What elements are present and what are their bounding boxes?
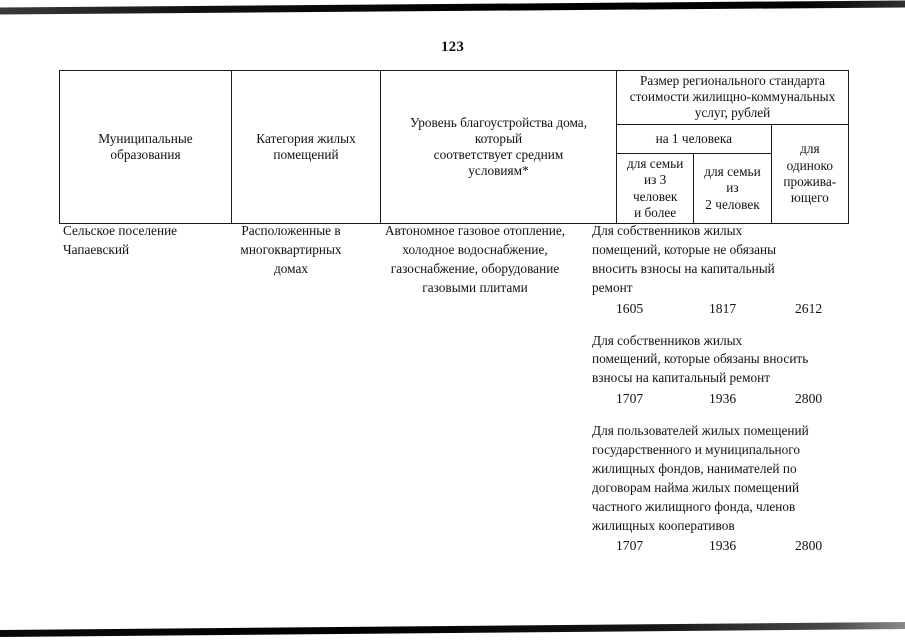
cell-amenity-level: Автономное газовое отопление, холодное в… — [384, 223, 566, 295]
scan-edge-bottom — [0, 622, 905, 637]
header-family-3-plus: для семьи из 3 человек и более — [615, 153, 695, 224]
header-housing-category: Категория жилых помещений — [231, 70, 381, 224]
header-municipality: Муниципальные образования — [59, 70, 232, 224]
header-per-person: на 1 человека — [616, 123, 772, 155]
standard-block-tenants: Для пользователей жилых помещений госуда… — [592, 422, 849, 555]
table-header-row-2: на 1 человека для одиноко прожива- ющего — [60, 123, 850, 225]
table-header-row-1: Муниципальные образования Категория жилы… — [59, 70, 849, 224]
header-single-resident: для одиноко прожива- ющего — [770, 123, 850, 225]
standard-description: Для собственников жилых помещений, котор… — [592, 223, 777, 295]
table-row: Сельское поселение Чапаевский Расположен… — [59, 222, 849, 555]
standard-values: 1707 1936 2800 — [592, 389, 849, 408]
cell-municipality: Сельское поселение Чапаевский — [63, 223, 178, 257]
scan-edge-top — [0, 0, 905, 15]
cell-housing-category: Расположенные в многоквартирных домах — [240, 223, 342, 276]
value-family-2: 1936 — [709, 538, 737, 554]
header-family-2: для семьи из 2 человек — [693, 153, 772, 224]
header-standard-cost-group: Размер регионального стандарта стоимости… — [616, 70, 849, 125]
standard-values: 1605 1817 2612 — [592, 299, 849, 318]
value-single-resident: 2800 — [795, 538, 823, 554]
value-family-3-plus: 1707 — [616, 391, 644, 407]
value-family-2: 1936 — [709, 391, 737, 407]
value-family-2: 1817 — [709, 300, 737, 316]
value-family-3-plus: 1707 — [616, 538, 644, 554]
standard-values: 1707 1936 2800 — [592, 536, 849, 555]
value-family-3-plus: 1605 — [616, 300, 644, 316]
value-single-resident: 2800 — [795, 391, 823, 407]
header-amenity-level: Уровень благоустройства дома, который со… — [380, 70, 617, 224]
value-single-resident: 2612 — [795, 300, 823, 316]
standard-block-owners-exempt: Для собственников жилых помещений, котор… — [592, 222, 849, 318]
standard-block-owners-obliged: Для собственников жилых помещений, котор… — [592, 332, 849, 409]
standard-description: Для собственников жилых помещений, котор… — [592, 332, 809, 386]
standard-description: Для пользователей жилых помещений госуда… — [592, 423, 809, 533]
page-number: 123 — [440, 39, 465, 55]
regional-standard-table: Муниципальные образования Категория жилы… — [59, 70, 850, 225]
table-header-row-3: для семьи из 3 человек и более для семьи… — [60, 153, 849, 224]
cell-standard-costs: Для собственников жилых помещений, котор… — [592, 222, 849, 555]
